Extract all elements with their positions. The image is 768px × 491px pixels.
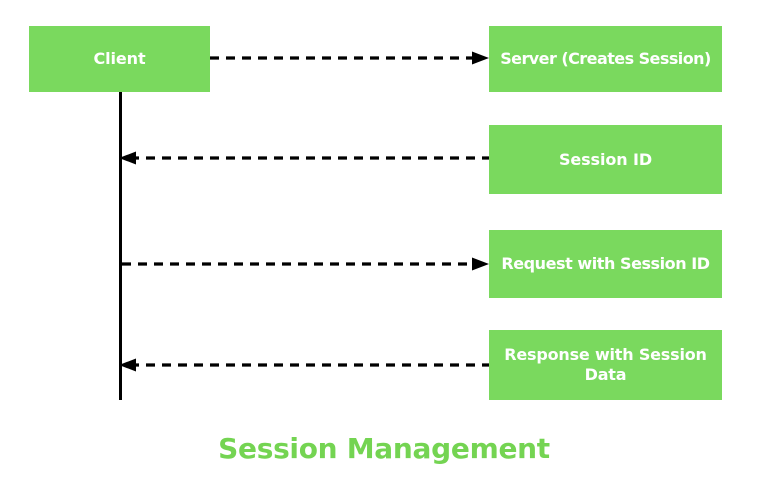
arrowhead-right-1 (472, 51, 489, 65)
message-box-response: Response with Session Data (489, 330, 722, 400)
message-box-label-server: Server (Creates Session) (500, 49, 711, 69)
diagram-title: Session Management (218, 432, 550, 465)
message-box-request: Request with Session ID (489, 230, 722, 298)
message-arrow-client-to-server (210, 49, 489, 67)
message-box-label-session-id: Session ID (558, 149, 653, 169)
message-box-session-id: Session ID (489, 125, 722, 194)
client-lifeline (119, 92, 122, 400)
message-box-label-response: Response with Session Data (504, 345, 707, 384)
message-arrow-client-to-request (122, 255, 489, 273)
message-arrow-response-to-client (119, 356, 489, 374)
participant-label-client: Client (93, 49, 146, 69)
message-box-label-request: Request with Session ID (501, 254, 710, 274)
arrowhead-left-2 (119, 151, 136, 165)
arrowhead-left-4 (119, 358, 136, 372)
arrowhead-right-3 (472, 257, 489, 271)
message-box-server: Server (Creates Session) (489, 26, 722, 92)
participant-box-client: Client (29, 26, 210, 92)
message-arrow-session-id-to-client (119, 149, 489, 167)
